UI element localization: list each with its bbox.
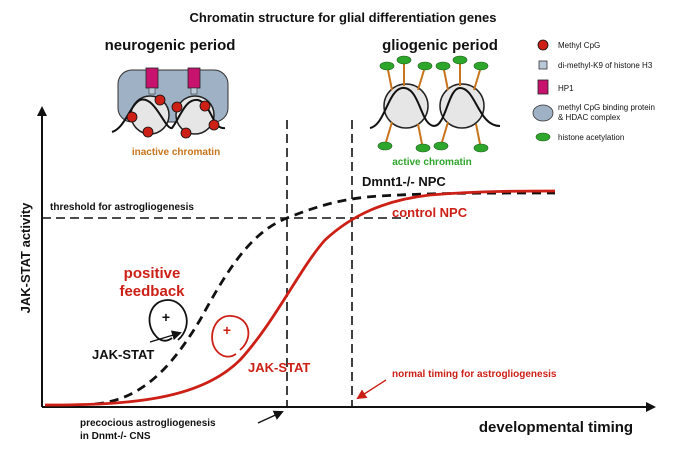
- black-feedback-loop: [148, 299, 188, 342]
- red-jakstat-label: JAK-STAT: [248, 360, 310, 375]
- active-chromatin-label: active chromatin: [392, 157, 471, 168]
- dimethyl-k9-marker: [190, 87, 198, 95]
- legend-mbd-swatch: [532, 104, 554, 122]
- legend-dimethyl-k9-swatch: [538, 60, 548, 70]
- acetylation-mark: [396, 55, 412, 65]
- inactive-chromatin-illustration: [111, 67, 229, 139]
- acetylation-mark: [473, 143, 489, 153]
- active-chromatin-illustration: [369, 55, 501, 153]
- legend-hp1-swatch: [537, 79, 549, 95]
- positive-feedback-label-2: feedback: [119, 283, 185, 300]
- black-jakstat-label: JAK-STAT: [92, 347, 154, 362]
- gliogenic-period-label: gliogenic period: [382, 37, 498, 54]
- neurogenic-period-label: neurogenic period: [105, 37, 236, 54]
- dnmt1-npc-curve: [94, 191, 556, 406]
- hp1-marker: [145, 67, 159, 89]
- methyl-cpg: [208, 119, 220, 131]
- dnmt1-npc-label: Dmnt1-/- NPC: [362, 174, 446, 189]
- y-axis-label: JAK-STAT activity: [18, 202, 33, 314]
- legend-acetylation-label: histone acetylation: [558, 133, 624, 142]
- legend-mbd-label-1: methyl CpG binding protein: [558, 103, 655, 112]
- acetylation-mark: [435, 61, 451, 71]
- precocious-label-1: precocious astrogliogenesis: [80, 418, 216, 429]
- acetylation-mark: [417, 61, 433, 71]
- control-npc-curve: [44, 189, 556, 407]
- legend-hp1-label: HP1: [558, 84, 574, 93]
- methyl-cpg: [154, 94, 166, 106]
- methyl-cpg: [199, 100, 211, 112]
- control-npc-label: control NPC: [392, 205, 468, 220]
- methyl-cpg: [142, 126, 154, 138]
- red-plus-sign: +: [223, 322, 231, 338]
- acetylation-mark: [415, 143, 431, 153]
- threshold-label: threshold for astrogliogenesis: [50, 202, 194, 213]
- precocious-arrow: [257, 410, 284, 424]
- diagram-title: Chromatin structure for glial differenti…: [190, 10, 497, 25]
- positive-feedback-label-1: positive: [124, 265, 181, 282]
- normal-timing-label: normal timing for astrogliogenesis: [392, 369, 557, 380]
- methyl-cpg: [171, 101, 183, 113]
- methyl-cpg: [126, 111, 138, 123]
- legend-methyl-cpg-label: Methyl CpG: [558, 41, 600, 50]
- nucleosome: [175, 95, 215, 135]
- red-feedback-loop: [211, 315, 250, 358]
- x-axis-label: developmental timing: [479, 419, 633, 436]
- dimethyl-k9-marker: [148, 87, 156, 95]
- legend-acetylation-swatch: [535, 132, 551, 142]
- precocious-label-2: in Dnmt-/- CNS: [80, 431, 151, 442]
- inactive-chromatin-label: inactive chromatin: [132, 147, 220, 158]
- hp1-marker: [187, 67, 201, 89]
- legend-mbd-label-2: & HDAC complex: [558, 113, 620, 122]
- methyl-cpg: [180, 127, 192, 139]
- acetylation-mark: [433, 141, 449, 151]
- acetylation-mark: [377, 141, 393, 151]
- legend: Methyl CpG di-methyl-K9 of histone H3 HP…: [532, 39, 655, 142]
- black-feedback-arrow: [149, 330, 182, 343]
- acetylation-mark: [452, 55, 468, 65]
- acetylation-mark: [379, 61, 395, 71]
- legend-methyl-cpg-swatch: [537, 39, 549, 51]
- acetylation-mark: [473, 61, 489, 71]
- normal-timing-arrow: [356, 379, 387, 400]
- black-plus-sign: +: [162, 309, 170, 325]
- dna-strand: [369, 86, 501, 129]
- legend-dimethyl-k9-label: di-methyl-K9 of histone H3: [558, 61, 653, 70]
- nucleosome: [383, 83, 429, 129]
